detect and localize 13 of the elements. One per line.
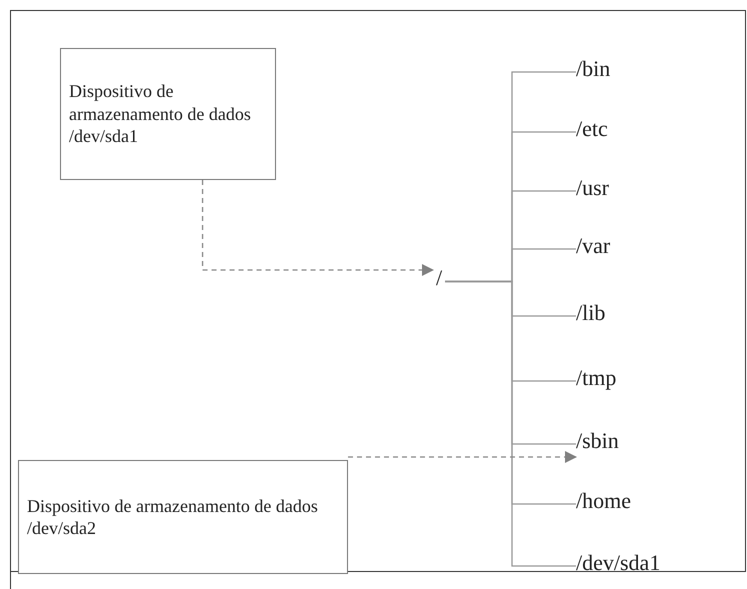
tree-line xyxy=(445,280,576,567)
directory-label: /var xyxy=(576,229,646,261)
device-box: Dispositivo de armazenamento de dados /dev/sda2 xyxy=(18,460,348,574)
device-box: Dispositivo de armazenamento de dados /dev/sda1 xyxy=(60,48,276,180)
root-directory-label: / xyxy=(433,262,445,292)
directory-label: /lib xyxy=(576,296,646,328)
dashed-arrow xyxy=(202,180,434,276)
directory-label: /etc xyxy=(576,112,646,144)
dashed-arrow xyxy=(348,451,577,463)
directory-label: /usr xyxy=(576,171,646,203)
directory-label: /tmp xyxy=(576,361,646,393)
directory-label: /dev/sda1 xyxy=(576,546,686,578)
directory-label: /bin xyxy=(576,52,646,84)
